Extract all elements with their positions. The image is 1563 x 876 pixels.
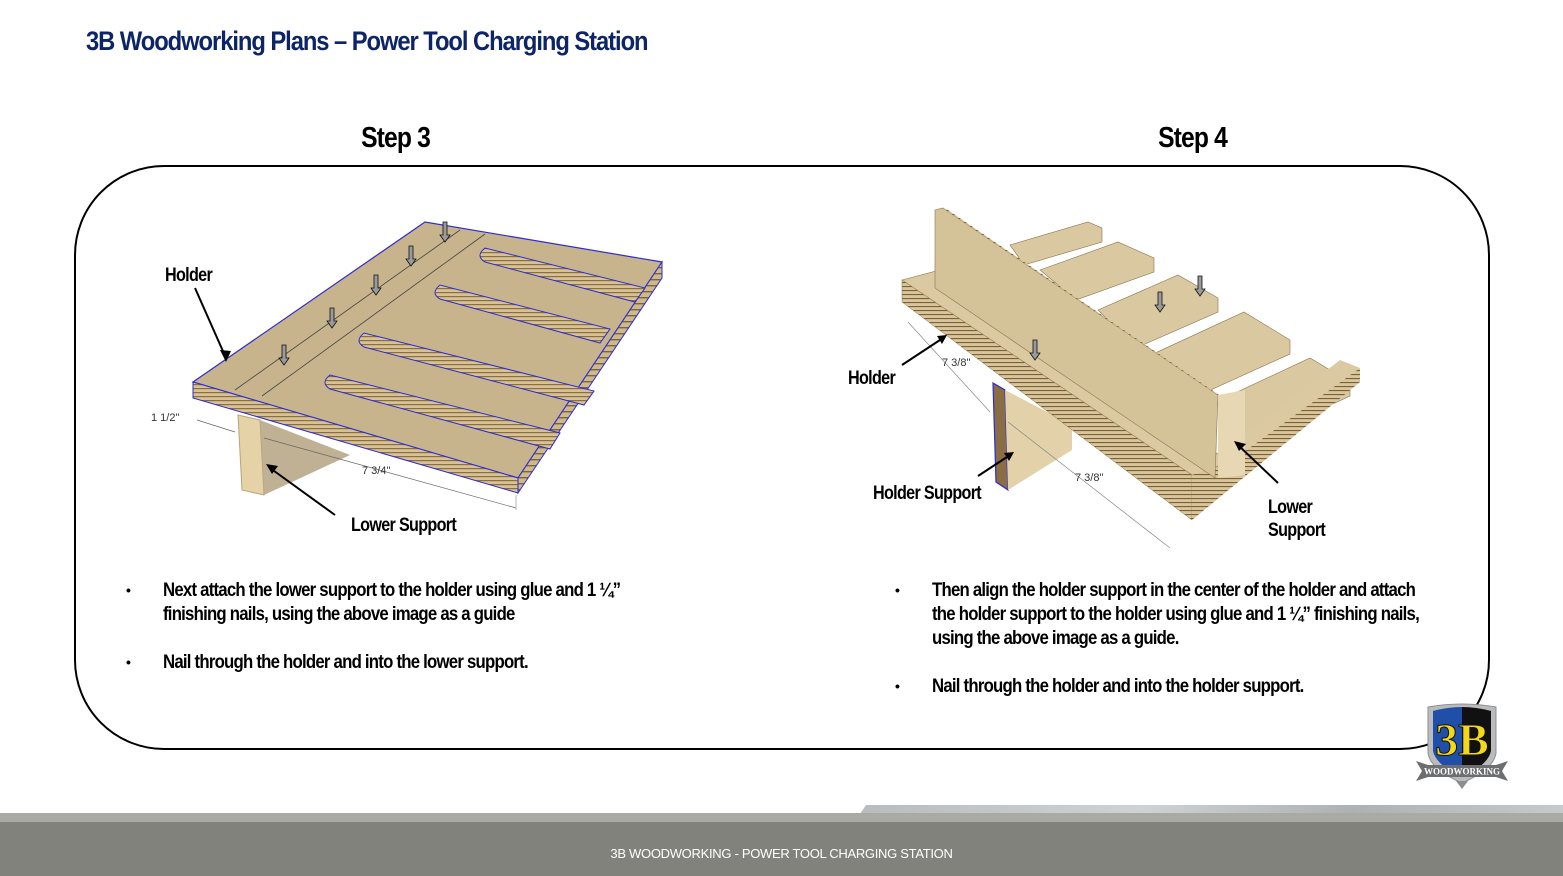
3b-woodworking-logo: 3B WOODWORKING bbox=[1416, 703, 1508, 789]
step-4-instruction-1: •Then align the holder support in the ce… bbox=[895, 579, 1420, 649]
footer-band bbox=[0, 813, 1563, 822]
footer-accent-stripe bbox=[860, 805, 1563, 814]
step-3-instruction-2: •Nail through the holder and into the lo… bbox=[126, 651, 529, 673]
footer: 3B WOODWORKING - POWER TOOL CHARGING STA… bbox=[0, 822, 1563, 876]
step-4-lower-support-label-line2: Support bbox=[1268, 520, 1326, 541]
step-4-holder-support-label: Holder Support bbox=[873, 483, 982, 504]
step-4-upper-dimension: 7 3/8" bbox=[942, 357, 971, 369]
bullet-icon: • bbox=[126, 582, 131, 598]
step-3-length-dimension: 7 3/4" bbox=[362, 465, 391, 477]
bullet-icon: • bbox=[895, 582, 900, 598]
step-4-instructions: •Then align the holder support in the ce… bbox=[895, 578, 1440, 722]
step-3-lower-support-label: Lower Support bbox=[351, 515, 457, 536]
step-3-instructions: •Next attach the lower support to the ho… bbox=[126, 578, 686, 698]
step-4-lower-support-label-line1: Lower bbox=[1268, 497, 1313, 518]
content-frame bbox=[74, 165, 1490, 750]
step-4-holder-label: Holder bbox=[848, 368, 896, 389]
svg-text:3B: 3B bbox=[1435, 714, 1489, 765]
step-3-diagram bbox=[191, 221, 664, 516]
page-title: 3B Woodworking Plans – Power Tool Chargi… bbox=[86, 26, 649, 56]
footer-text: 3B WOODWORKING - POWER TOOL CHARGING STA… bbox=[610, 846, 953, 861]
logo-text: WOODWORKING bbox=[1424, 767, 1500, 777]
step-4-instruction-2: •Nail through the holder and into the ho… bbox=[895, 675, 1304, 697]
step-3-offset-dimension: 1 1/2" bbox=[151, 412, 180, 424]
step-4-title: Step 4 bbox=[1158, 122, 1228, 154]
bullet-icon: • bbox=[895, 678, 900, 694]
step-3-holder-label: Holder bbox=[165, 265, 213, 286]
step-3-instruction-1: •Next attach the lower support to the ho… bbox=[126, 579, 621, 625]
step-3-title: Step 3 bbox=[361, 122, 431, 154]
step-4-diagram bbox=[901, 207, 1360, 549]
step-4-lower-dimension: 7 3/8" bbox=[1075, 472, 1104, 484]
bullet-icon: • bbox=[126, 654, 131, 670]
